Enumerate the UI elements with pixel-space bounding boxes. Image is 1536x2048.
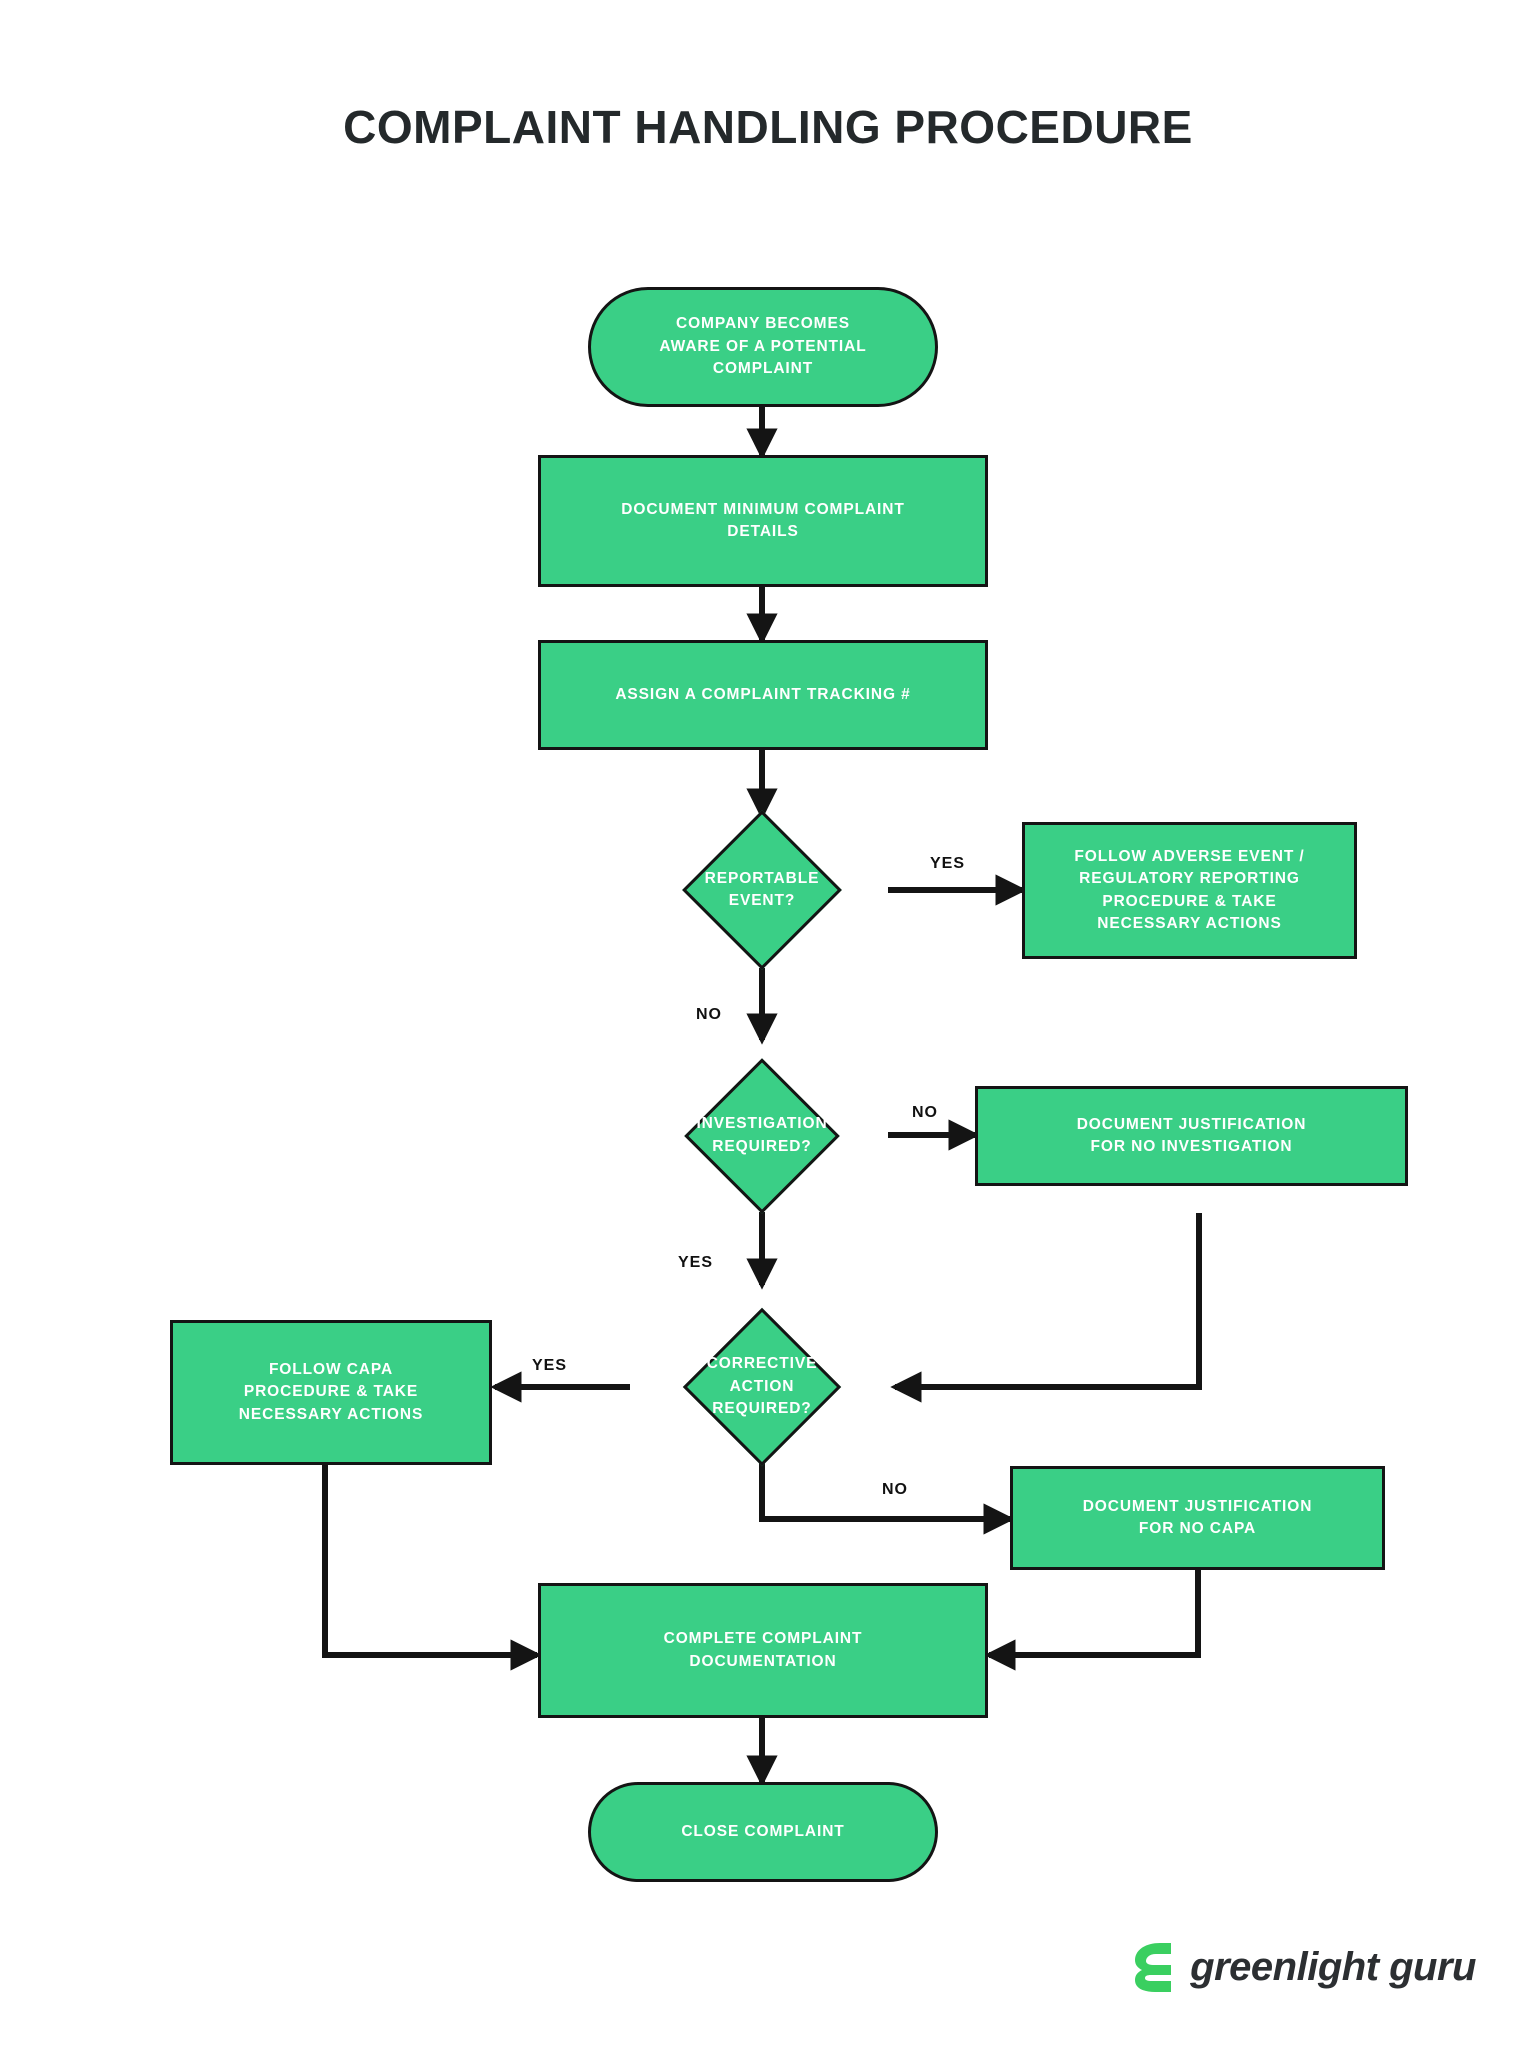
node-decision-corrective-action-required[interactable]: CORRECTIVE ACTION REQUIRED? [608, 1307, 916, 1467]
node-close-complaint[interactable]: CLOSE COMPLAINT [588, 1782, 938, 1882]
node-follow-adverse-event-procedure[interactable]: FOLLOW ADVERSE EVENT / REGULATORY REPORT… [1022, 822, 1357, 959]
node-label: FOLLOW CAPA PROCEDURE & TAKE NECESSARY A… [238, 1360, 424, 1423]
node-document-minimum-complaint-details[interactable]: DOCUMENT MINIMUM COMPLAINT DETAILS [538, 455, 988, 587]
node-label: DOCUMENT JUSTIFICATION FOR NO CAPA [1082, 1497, 1313, 1537]
edge-label-corrective-yes: YES [532, 1357, 568, 1374]
node-label: ASSIGN A COMPLAINT TRACKING # [615, 685, 911, 703]
node-start-company-becomes-aware[interactable]: COMPANY BECOMES AWARE OF A POTENTIAL COM… [588, 287, 938, 407]
logo-text: greenlight guru [1190, 1944, 1476, 1989]
edge-label-reportable-yes: YES [930, 855, 966, 872]
edge-label-reportable-no: NO [696, 1006, 722, 1023]
greenlight-guru-logo: greenlight guru [1130, 1941, 1476, 1993]
node-decision-reportable-event[interactable]: REPORTABLE EVENT? [608, 810, 916, 970]
greenlight-guru-g-mark-icon [1135, 1943, 1172, 1992]
page-title: COMPLAINT HANDLING PROCEDURE [343, 101, 1193, 153]
node-label: COMPANY BECOMES AWARE OF A POTENTIAL COM… [659, 315, 867, 378]
edge-label-corrective-no: NO [882, 1481, 908, 1498]
node-label: INVESTIGATION REQUIRED? [696, 1115, 828, 1155]
node-label: CORRECTIVE ACTION REQUIRED? [706, 1355, 818, 1418]
node-label: FOLLOW ADVERSE EVENT / REGULATORY REPORT… [1074, 847, 1305, 932]
node-document-justification-no-investigation[interactable]: DOCUMENT JUSTIFICATION FOR NO INVESTIGAT… [975, 1086, 1408, 1186]
node-label: CLOSE COMPLAINT [681, 1822, 845, 1840]
node-assign-complaint-tracking-number[interactable]: ASSIGN A COMPLAINT TRACKING # [538, 640, 988, 750]
node-label: REPORTABLE EVENT? [704, 869, 820, 909]
edge-label-investigation-no: NO [912, 1104, 938, 1121]
node-label: DOCUMENT MINIMUM COMPLAINT DETAILS [621, 500, 905, 540]
node-follow-capa-procedure[interactable]: FOLLOW CAPA PROCEDURE & TAKE NECESSARY A… [170, 1320, 492, 1465]
edge-no-investigation-to-corrective [890, 1213, 1202, 1403]
node-decision-investigation-required[interactable]: INVESTIGATION REQUIRED? [608, 1057, 916, 1214]
node-label: COMPLETE COMPLAINT DOCUMENTATION [663, 1630, 863, 1670]
edge-no-capa-to-complete [984, 1570, 1201, 1671]
node-complete-complaint-documentation[interactable]: COMPLETE COMPLAINT DOCUMENTATION [538, 1583, 988, 1718]
edge-capa-to-complete [322, 1465, 542, 1671]
node-label: DOCUMENT JUSTIFICATION FOR NO INVESTIGAT… [1076, 1115, 1307, 1155]
node-document-justification-no-capa[interactable]: DOCUMENT JUSTIFICATION FOR NO CAPA [1010, 1466, 1385, 1570]
edge-label-investigation-yes: YES [678, 1254, 714, 1271]
